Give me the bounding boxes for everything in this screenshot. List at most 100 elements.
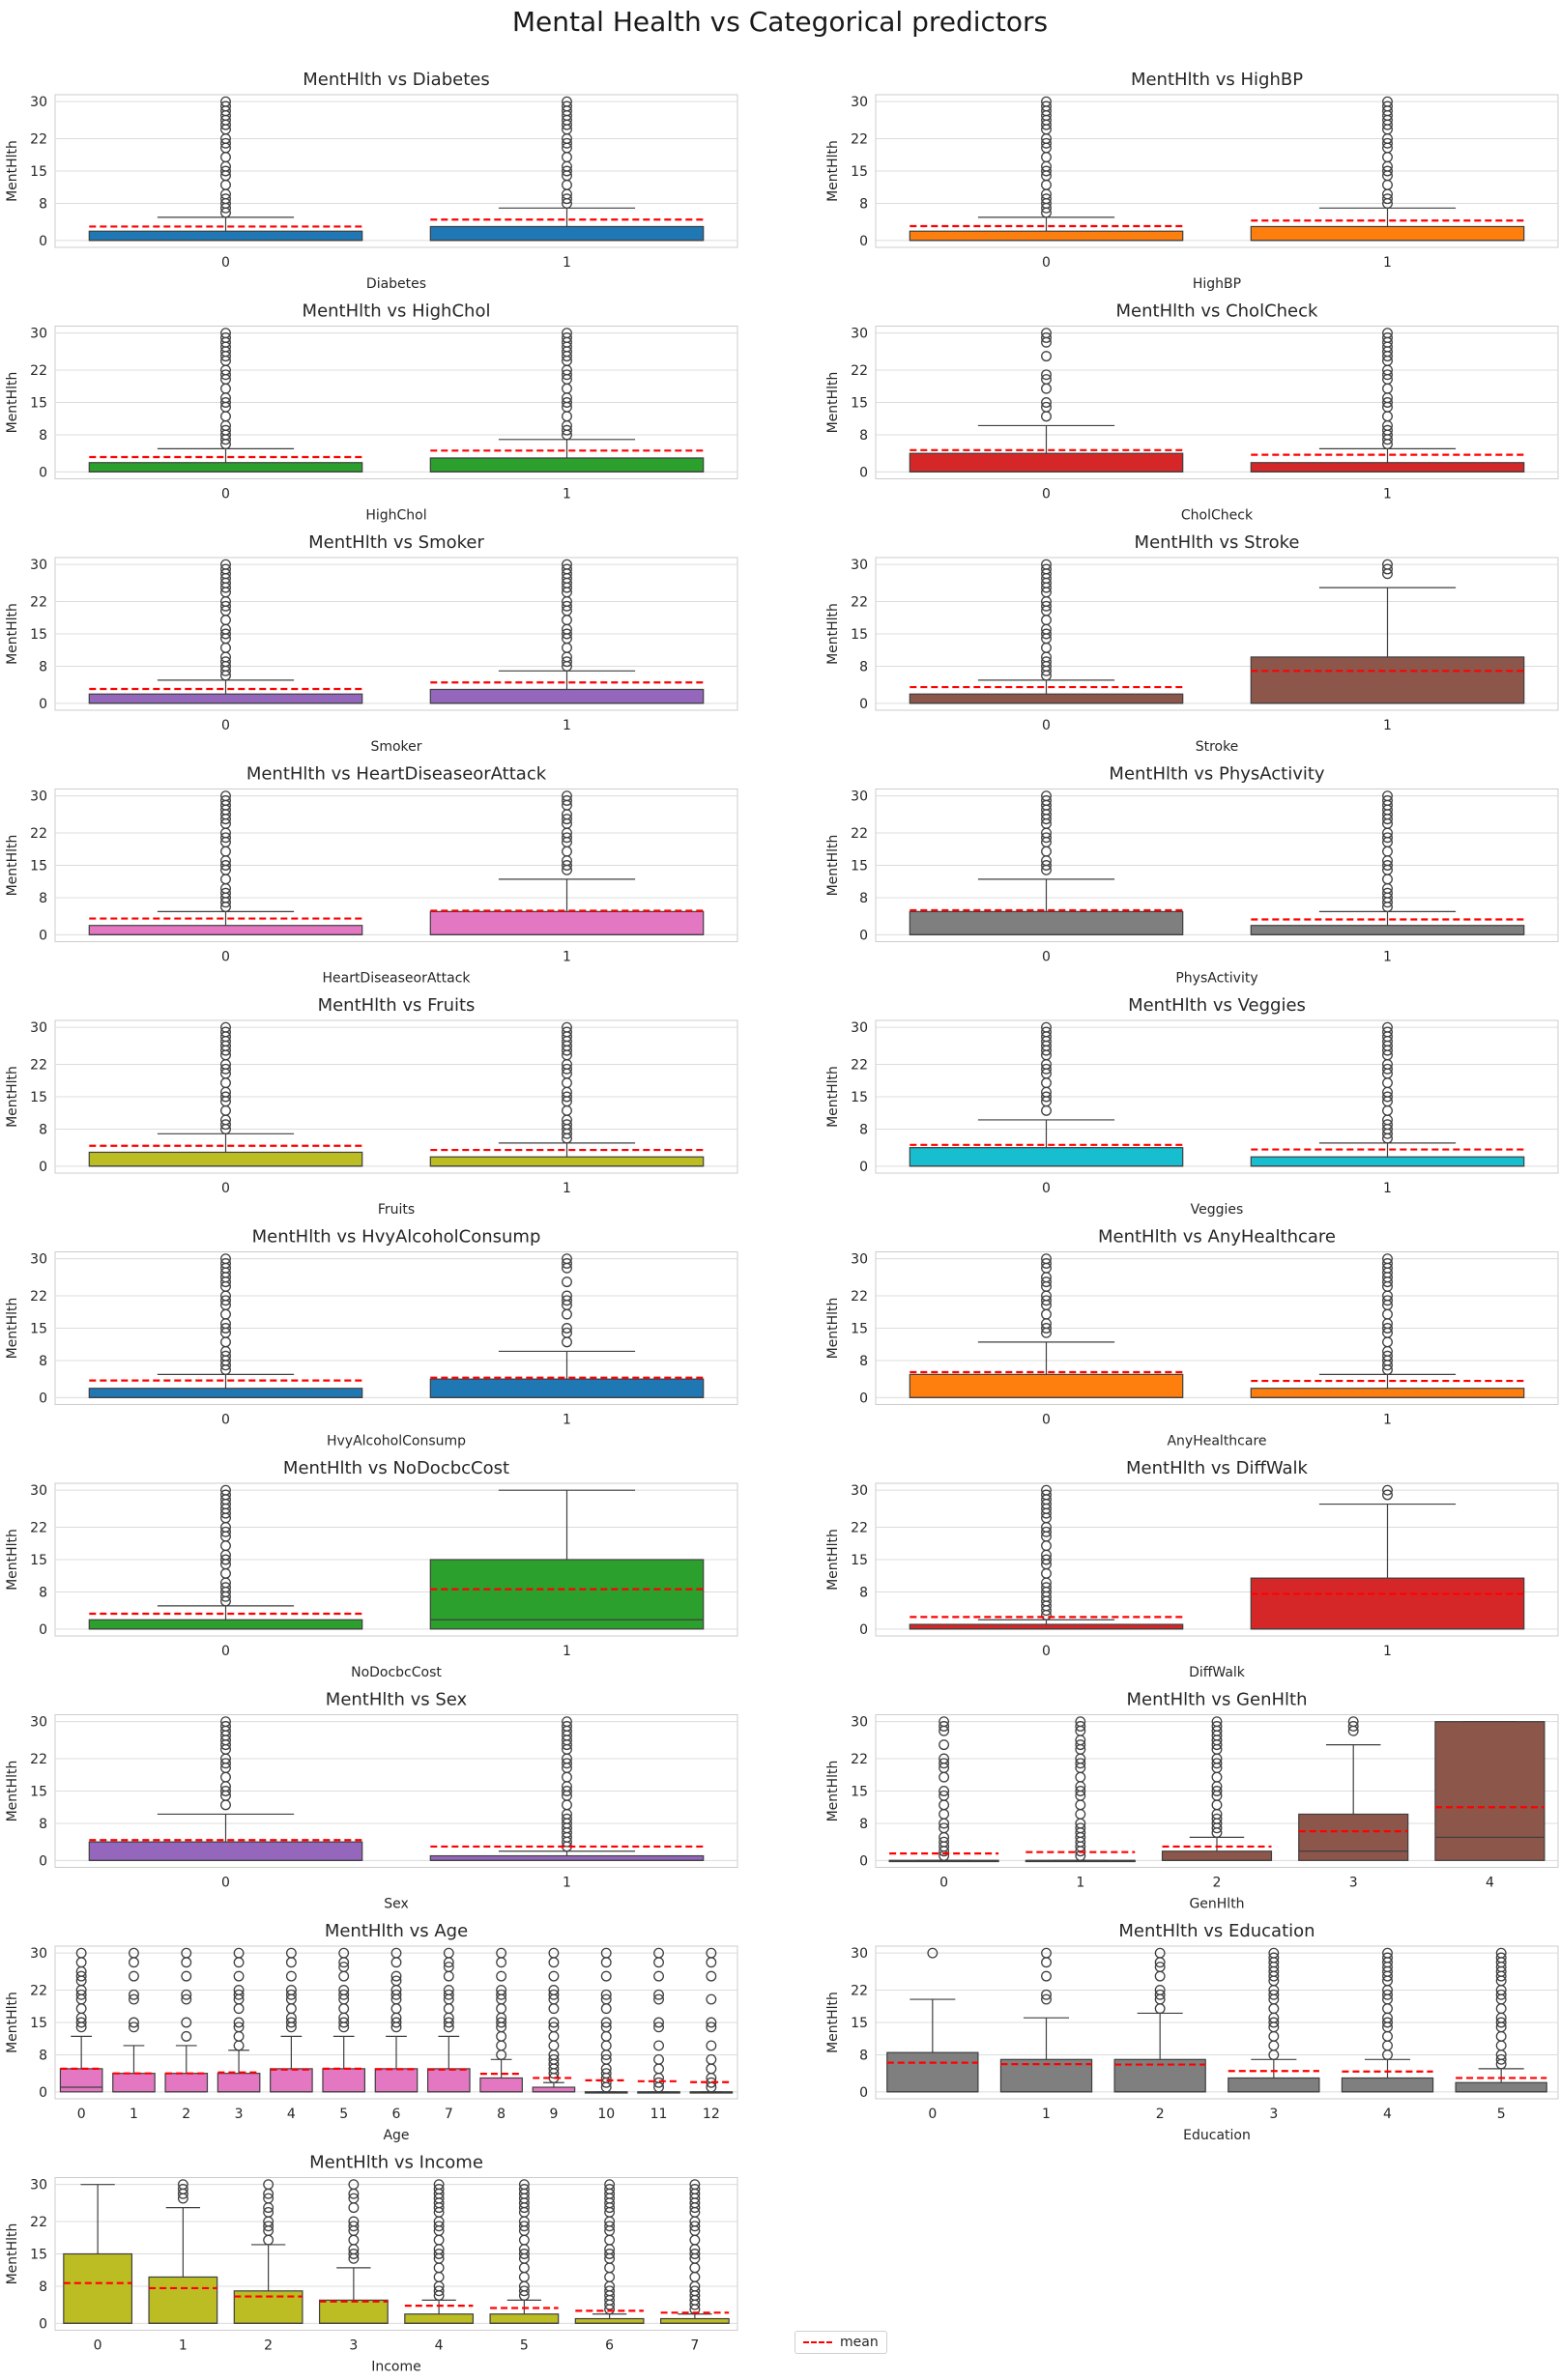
box-11: 11: [637, 1947, 680, 2122]
outlier-point: [562, 193, 572, 205]
y-tick-label: 30: [851, 1252, 868, 1268]
y-tick-label: 30: [30, 1020, 47, 1036]
outlier-point: [562, 860, 572, 871]
outlier-point: [600, 1993, 612, 2005]
outlier-point: [562, 424, 572, 436]
outlier-point: [600, 2017, 612, 2028]
outlier-point: [1041, 1276, 1052, 1288]
outlier-point: [1041, 1258, 1052, 1269]
y-tick-label: 15: [30, 396, 47, 412]
box-body: [426, 2068, 471, 2093]
box-body: [88, 462, 363, 473]
outlier-point: [1041, 1295, 1052, 1306]
outlier-point: [653, 2017, 664, 2028]
outlier-point: [433, 2285, 445, 2297]
y-tick-label: 0: [859, 1853, 868, 1869]
x-tick-label: 0: [221, 1413, 230, 1428]
y-tick-label: 30: [851, 789, 868, 805]
box-body: [404, 2313, 475, 2324]
outlier-point: [518, 2285, 530, 2297]
outlier-point: [518, 2184, 530, 2194]
y-axis-label: MentHlth: [825, 1529, 841, 1591]
outlier-point: [689, 2221, 701, 2232]
outlier-point: [939, 1786, 950, 1796]
outlier-point: [390, 1975, 402, 1987]
x-axis-label: DiffWalk: [1189, 1665, 1246, 1680]
outlier-point: [1382, 165, 1393, 177]
y-tick-label: 22: [851, 594, 868, 610]
y-axis-label: MentHlth: [825, 1298, 841, 1360]
x-tick-label: 12: [703, 2107, 720, 2122]
outlier-point: [939, 1753, 950, 1764]
y-tick-label: 8: [39, 1354, 47, 1369]
outlier-point: [1382, 1947, 1393, 1959]
outlier-point: [562, 1813, 572, 1824]
y-tick-label: 22: [851, 826, 868, 842]
outlier-point: [220, 1026, 231, 1038]
box-6: 6: [574, 2179, 645, 2354]
outlier-point: [1211, 1813, 1223, 1824]
x-tick-label: 1: [1383, 487, 1392, 502]
x-tick-label: 1: [1383, 718, 1392, 733]
box-body: [479, 2077, 523, 2093]
outlier-point: [562, 328, 572, 339]
outlier-point: [285, 1970, 297, 1982]
x-tick-label: 6: [392, 2107, 401, 2122]
outlier-point: [1041, 1582, 1052, 1593]
outlier-point: [338, 1985, 350, 1995]
outlier-point: [177, 2179, 188, 2191]
x-axis-label: HvyAlcoholConsump: [327, 1434, 466, 1449]
outlier-point: [348, 2249, 360, 2259]
outlier-point: [443, 2017, 454, 2028]
outlier-point: [220, 1253, 231, 1265]
x-tick-label: 0: [94, 2338, 102, 2354]
outlier-point: [1041, 137, 1052, 149]
outlier-point: [390, 2017, 402, 2028]
outlier-point: [1211, 1716, 1223, 1728]
outlier-point: [1382, 563, 1393, 575]
box-body: [112, 2073, 156, 2093]
y-tick-label: 30: [30, 1715, 47, 1731]
x-tick-label: 0: [221, 1181, 230, 1196]
outlier-point: [220, 369, 231, 381]
x-axis-label: Income: [371, 2360, 421, 2375]
outlier-point: [562, 1721, 572, 1732]
outlier-point: [220, 193, 231, 205]
outlier-point: [653, 1970, 664, 1982]
outlier-point: [177, 2184, 188, 2194]
outlier-point: [338, 1989, 350, 2000]
y-tick-label: 15: [30, 1785, 47, 1800]
box-0: 0: [909, 790, 1184, 965]
outlier-point: [1041, 1063, 1052, 1075]
outlier-point: [220, 1489, 231, 1501]
outlier-point: [181, 2017, 192, 2028]
y-tick-label: 0: [859, 2085, 868, 2101]
y-tick-label: 8: [859, 1354, 868, 1369]
y-tick-label: 30: [851, 327, 868, 342]
x-axis-label: GenHlth: [1189, 1897, 1244, 1912]
outlier-point: [653, 1993, 664, 2005]
outlier-point: [220, 1295, 231, 1306]
box-1: 1: [429, 1253, 705, 1428]
outlier-point: [220, 656, 231, 668]
box-0: 0: [88, 1716, 363, 1891]
box-body: [1250, 656, 1525, 704]
y-tick-label: 8: [859, 1817, 868, 1832]
x-tick-label: 9: [549, 2107, 558, 2122]
outlier-point: [1495, 2053, 1507, 2065]
box-0: 0: [88, 559, 363, 733]
outlier-point: [1041, 1993, 1052, 2005]
y-tick-label: 22: [851, 1983, 868, 1998]
outlier-point: [443, 1947, 454, 1959]
box-body: [1434, 1721, 1546, 1861]
box-0: 0: [909, 1484, 1184, 1659]
box-0: 0: [909, 559, 1184, 733]
outlier-point: [220, 1063, 231, 1075]
outlier-point: [348, 2221, 360, 2232]
outlier-point: [1041, 351, 1052, 362]
outlier-point: [1041, 1989, 1052, 2000]
y-tick-label: 0: [859, 234, 868, 249]
outlier-point: [1382, 1323, 1393, 1333]
outlier-point: [604, 2184, 616, 2194]
x-tick-label: 0: [221, 255, 230, 271]
